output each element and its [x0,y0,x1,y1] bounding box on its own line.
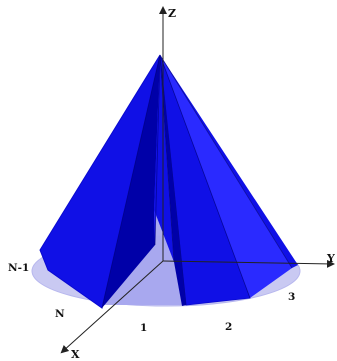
x-axis-label: X [71,348,80,361]
segment-label-1: 1 [140,322,147,334]
cone-surface [39,54,298,309]
segment-label-n: N [55,308,65,320]
segment-label-3: 3 [288,291,295,303]
y-axis-label: Y [326,252,335,265]
z-axis-label: Z [168,7,176,20]
x-axis [60,260,164,354]
panel-right [160,55,292,298]
segment-label-n-minus-1: N-1 [8,262,29,274]
y-axis [162,259,335,268]
segment-label-2: 2 [225,321,232,333]
crease-lines [101,54,293,309]
panel-right-edge [160,55,298,268]
